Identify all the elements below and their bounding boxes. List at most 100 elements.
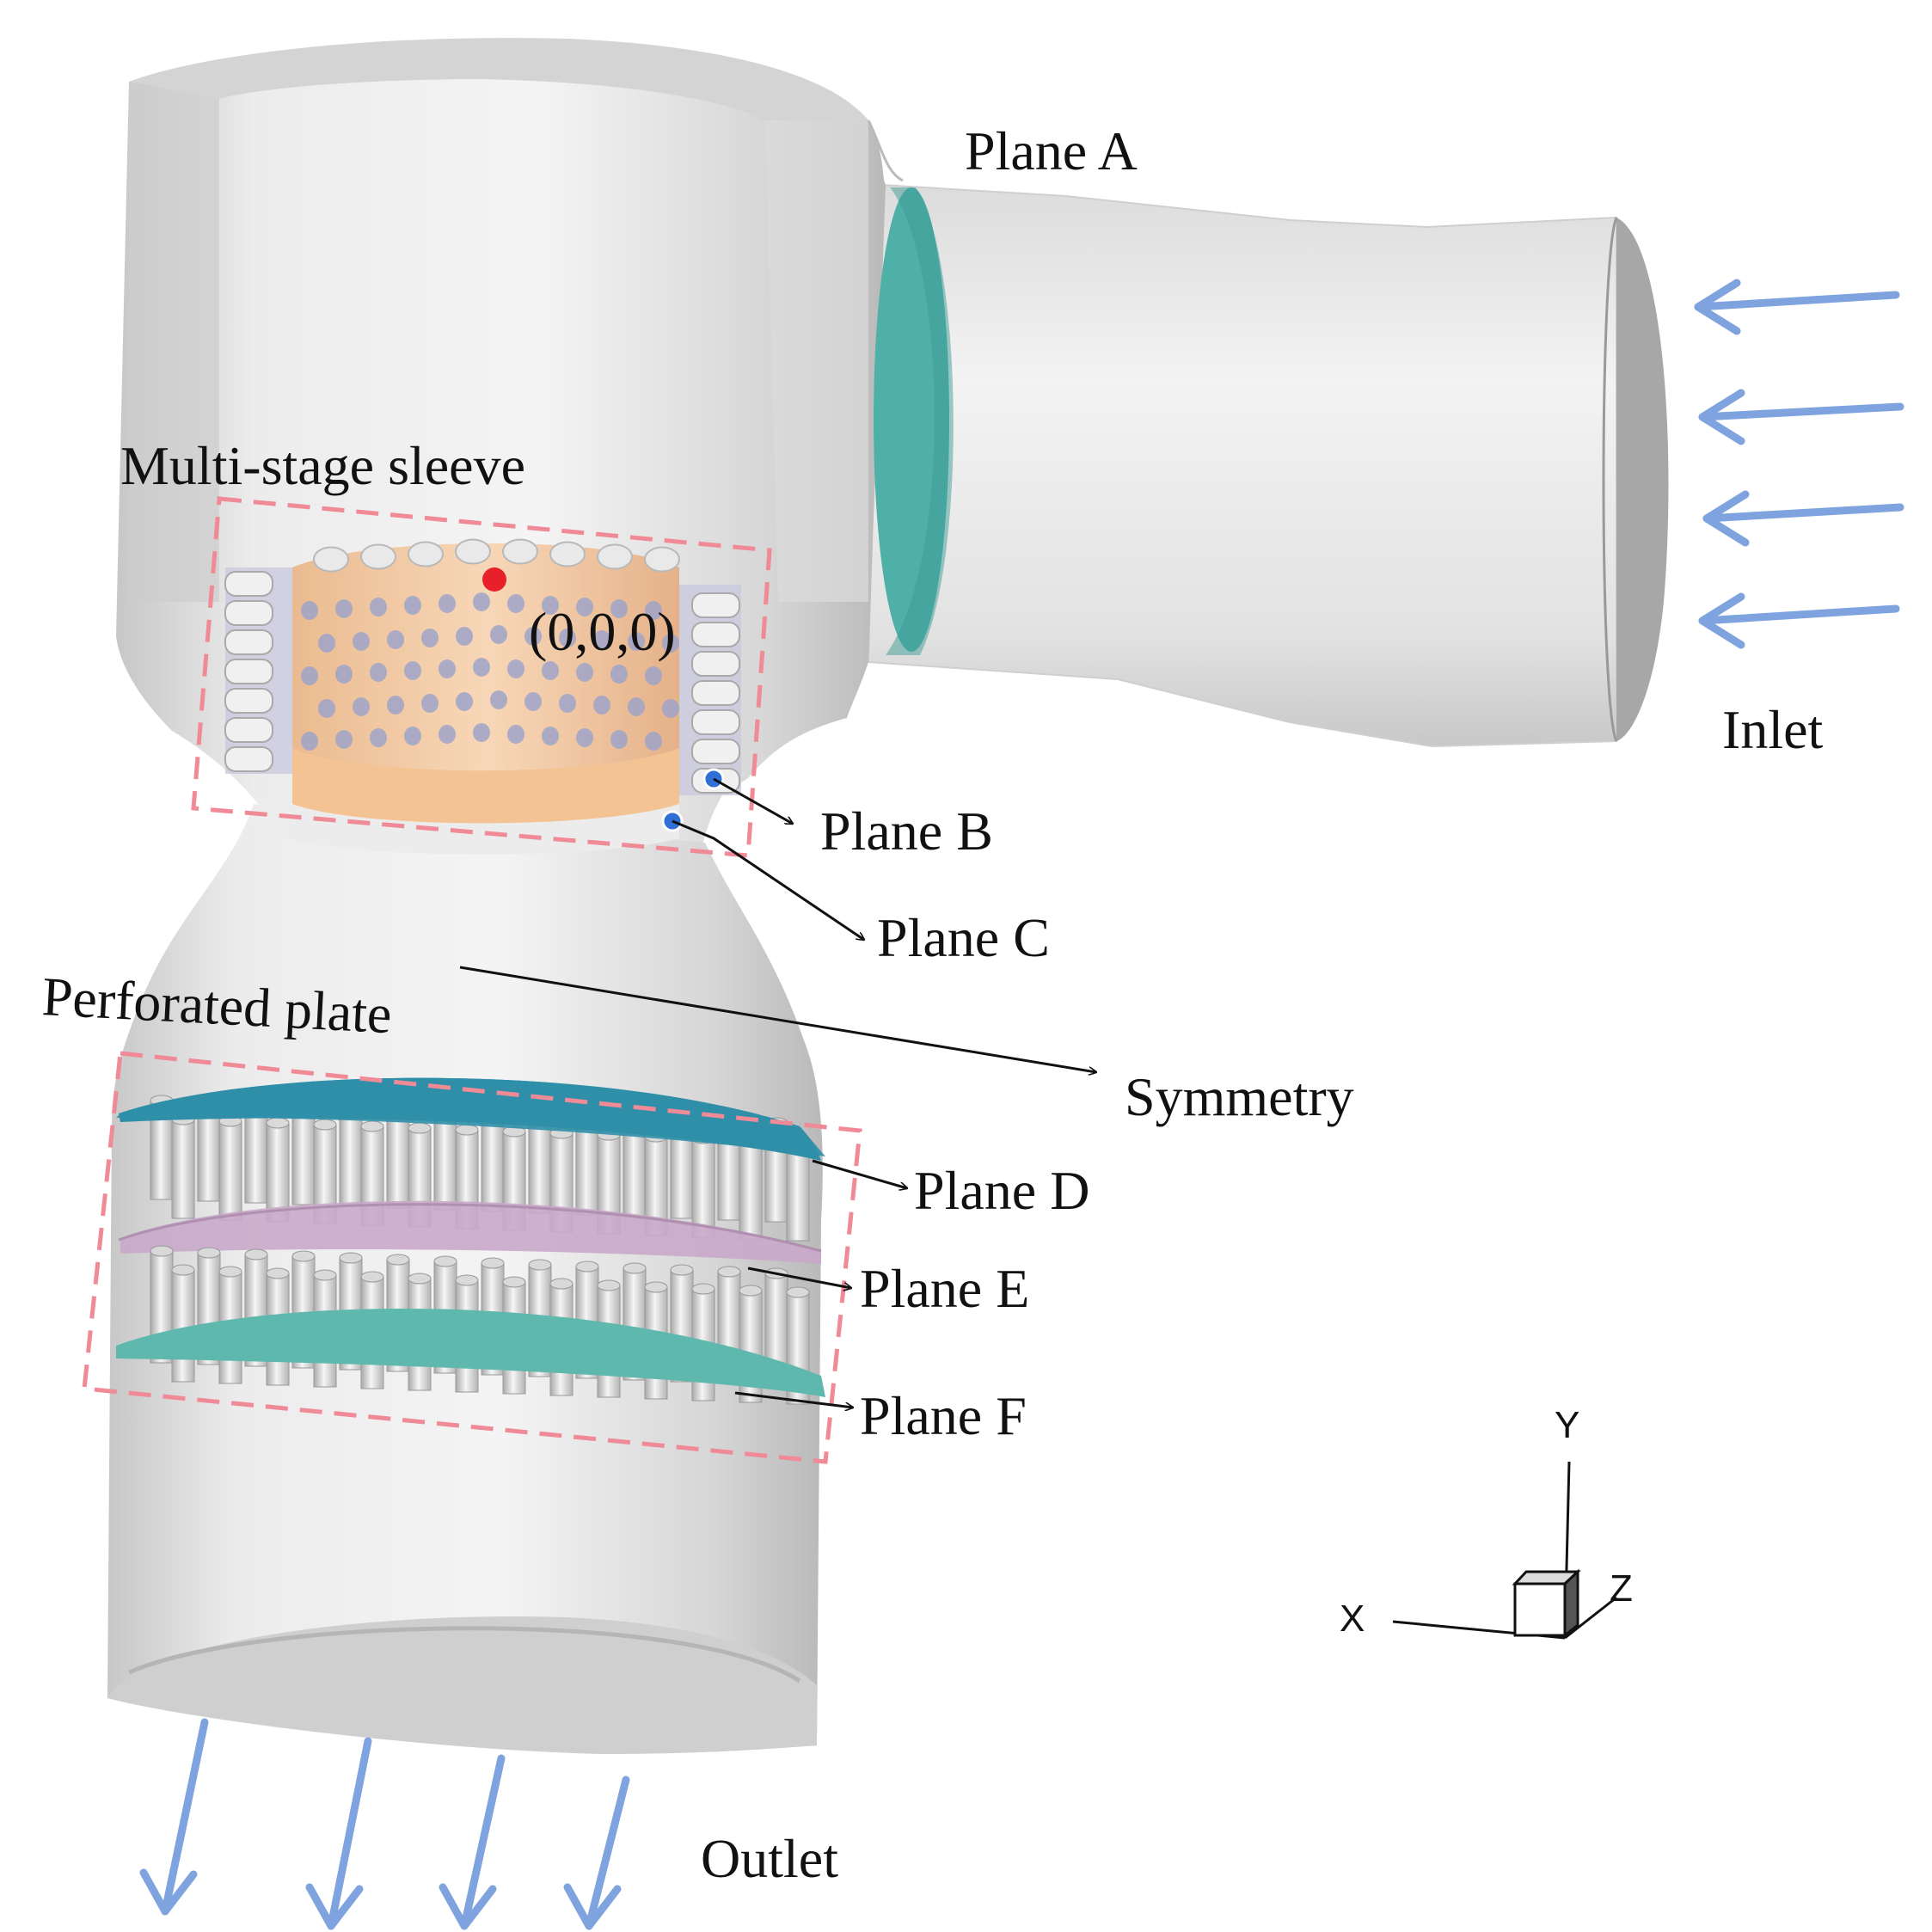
outlet-flow-arrows bbox=[139, 1718, 630, 1930]
sleeve-hole bbox=[662, 699, 679, 718]
side-port bbox=[691, 651, 740, 677]
perforation-post-top bbox=[455, 1124, 479, 1136]
perforation-post-top bbox=[597, 1279, 621, 1291]
perforation-post-top bbox=[360, 1120, 384, 1132]
plane-b-leader bbox=[713, 777, 793, 824]
sleeve-hole bbox=[456, 627, 473, 646]
sleeve-hole bbox=[502, 538, 538, 565]
sleeve-hole bbox=[313, 546, 349, 573]
symmetry-leader bbox=[459, 966, 1096, 1072]
plane-f-plate bbox=[116, 1308, 825, 1397]
perforation-post bbox=[171, 1119, 195, 1219]
multi-stage-sleeve-label: Multi-stage sleeve bbox=[120, 435, 525, 496]
sleeve-hole bbox=[593, 630, 610, 649]
perforation-post bbox=[339, 1107, 363, 1207]
sleeve-hole bbox=[593, 696, 610, 715]
plane-f-leader bbox=[734, 1391, 853, 1408]
perforation-post-top bbox=[739, 1285, 763, 1297]
perforation-post-top bbox=[408, 1122, 432, 1134]
inlet-arrow-shaft bbox=[1698, 604, 1900, 625]
side-port bbox=[224, 717, 273, 743]
axis-x-label: X bbox=[1340, 1598, 1365, 1640]
perforation-post bbox=[171, 1269, 195, 1383]
sleeve-holes bbox=[301, 538, 680, 751]
axis-triad: Y X Z bbox=[1340, 1404, 1633, 1640]
side-port bbox=[224, 688, 273, 714]
plane-d-leader bbox=[812, 1159, 907, 1188]
sleeve-hole bbox=[576, 598, 593, 616]
symmetry-label: Symmetry bbox=[1125, 1066, 1354, 1127]
sleeve-hole bbox=[301, 666, 318, 685]
side-port bbox=[691, 739, 740, 764]
sleeve-hole bbox=[610, 665, 628, 684]
perforation-post bbox=[433, 1110, 457, 1211]
perforation-post-top bbox=[244, 1248, 268, 1260]
plane-f-label: Plane F bbox=[860, 1385, 1027, 1446]
outlet-arrow-shaft bbox=[585, 1776, 630, 1930]
inlet-arrow-head bbox=[1694, 279, 1741, 335]
sleeve-hole bbox=[387, 630, 404, 649]
sleeve-hole bbox=[335, 599, 353, 618]
sleeve-hole bbox=[542, 661, 559, 680]
perforation-post bbox=[218, 1120, 242, 1221]
perforation-post-top bbox=[171, 1264, 195, 1276]
sleeve-hole bbox=[360, 543, 396, 570]
perforation-post bbox=[528, 1113, 552, 1214]
perforation-post-top bbox=[455, 1274, 479, 1286]
sleeve-hole bbox=[421, 694, 439, 713]
perforation-post-top bbox=[623, 1262, 647, 1274]
plane-b-label: Plane B bbox=[820, 800, 993, 862]
inlet-pipe bbox=[867, 183, 1669, 748]
perforation-post-top bbox=[339, 1252, 363, 1264]
side-port bbox=[224, 659, 273, 684]
sleeve-hole bbox=[559, 694, 576, 713]
perforation-post-top bbox=[313, 1269, 337, 1281]
sleeve-hole bbox=[455, 538, 491, 565]
sleeve-hole bbox=[335, 730, 353, 749]
plane-c-label: Plane C bbox=[877, 907, 1050, 968]
inlet-label: Inlet bbox=[1722, 699, 1824, 760]
plane-e-label: Plane E bbox=[860, 1258, 1029, 1319]
perforation-post-top bbox=[386, 1254, 410, 1266]
perforated-plate-assembly bbox=[116, 1077, 825, 1405]
perforation-post-top bbox=[266, 1117, 290, 1129]
sleeve-hole bbox=[662, 634, 679, 653]
sleeve-hole bbox=[353, 632, 370, 651]
sleeve-hole bbox=[473, 592, 490, 611]
side-port bbox=[224, 600, 273, 626]
side-port bbox=[224, 629, 273, 655]
side-ports bbox=[224, 571, 740, 794]
perforation-post-top bbox=[481, 1257, 505, 1269]
outlet-arrow-head bbox=[563, 1883, 622, 1930]
sleeve-hole bbox=[597, 543, 633, 570]
sleeve-hole bbox=[542, 596, 559, 615]
sleeve-hole bbox=[490, 625, 507, 644]
inlet-arrow-shaft bbox=[1698, 402, 1904, 421]
sleeve-hole bbox=[645, 601, 662, 620]
perforation-post bbox=[386, 1108, 410, 1209]
plane-c-leader bbox=[672, 819, 864, 940]
perforation-post-top bbox=[291, 1250, 316, 1262]
plane-a-label: Plane A bbox=[965, 120, 1138, 181]
inlet-arrow-head bbox=[1702, 490, 1750, 547]
perforation-post-top bbox=[575, 1260, 599, 1273]
perforation-post-top bbox=[528, 1259, 552, 1271]
inlet-flow-arrows bbox=[1694, 279, 1904, 649]
perforation-post-top bbox=[670, 1264, 694, 1276]
sleeve-hole bbox=[301, 601, 318, 620]
sleeve-hole bbox=[353, 697, 370, 716]
perforation-post-top bbox=[691, 1283, 715, 1295]
inlet-arrow-shaft bbox=[1702, 503, 1904, 523]
sleeve-hole bbox=[318, 699, 335, 718]
side-port bbox=[691, 680, 740, 706]
inlet-arrow-head bbox=[1698, 592, 1745, 649]
axis-z-label: Z bbox=[1610, 1567, 1633, 1610]
perforation-post-top bbox=[433, 1255, 457, 1267]
perforation-post-top bbox=[313, 1119, 337, 1131]
outlet-arrow-shaft bbox=[460, 1754, 506, 1930]
sleeve-hole bbox=[370, 663, 387, 682]
side-port bbox=[224, 746, 273, 772]
sleeve-hole bbox=[507, 725, 524, 744]
origin-label: (0,0,0) bbox=[529, 601, 676, 662]
